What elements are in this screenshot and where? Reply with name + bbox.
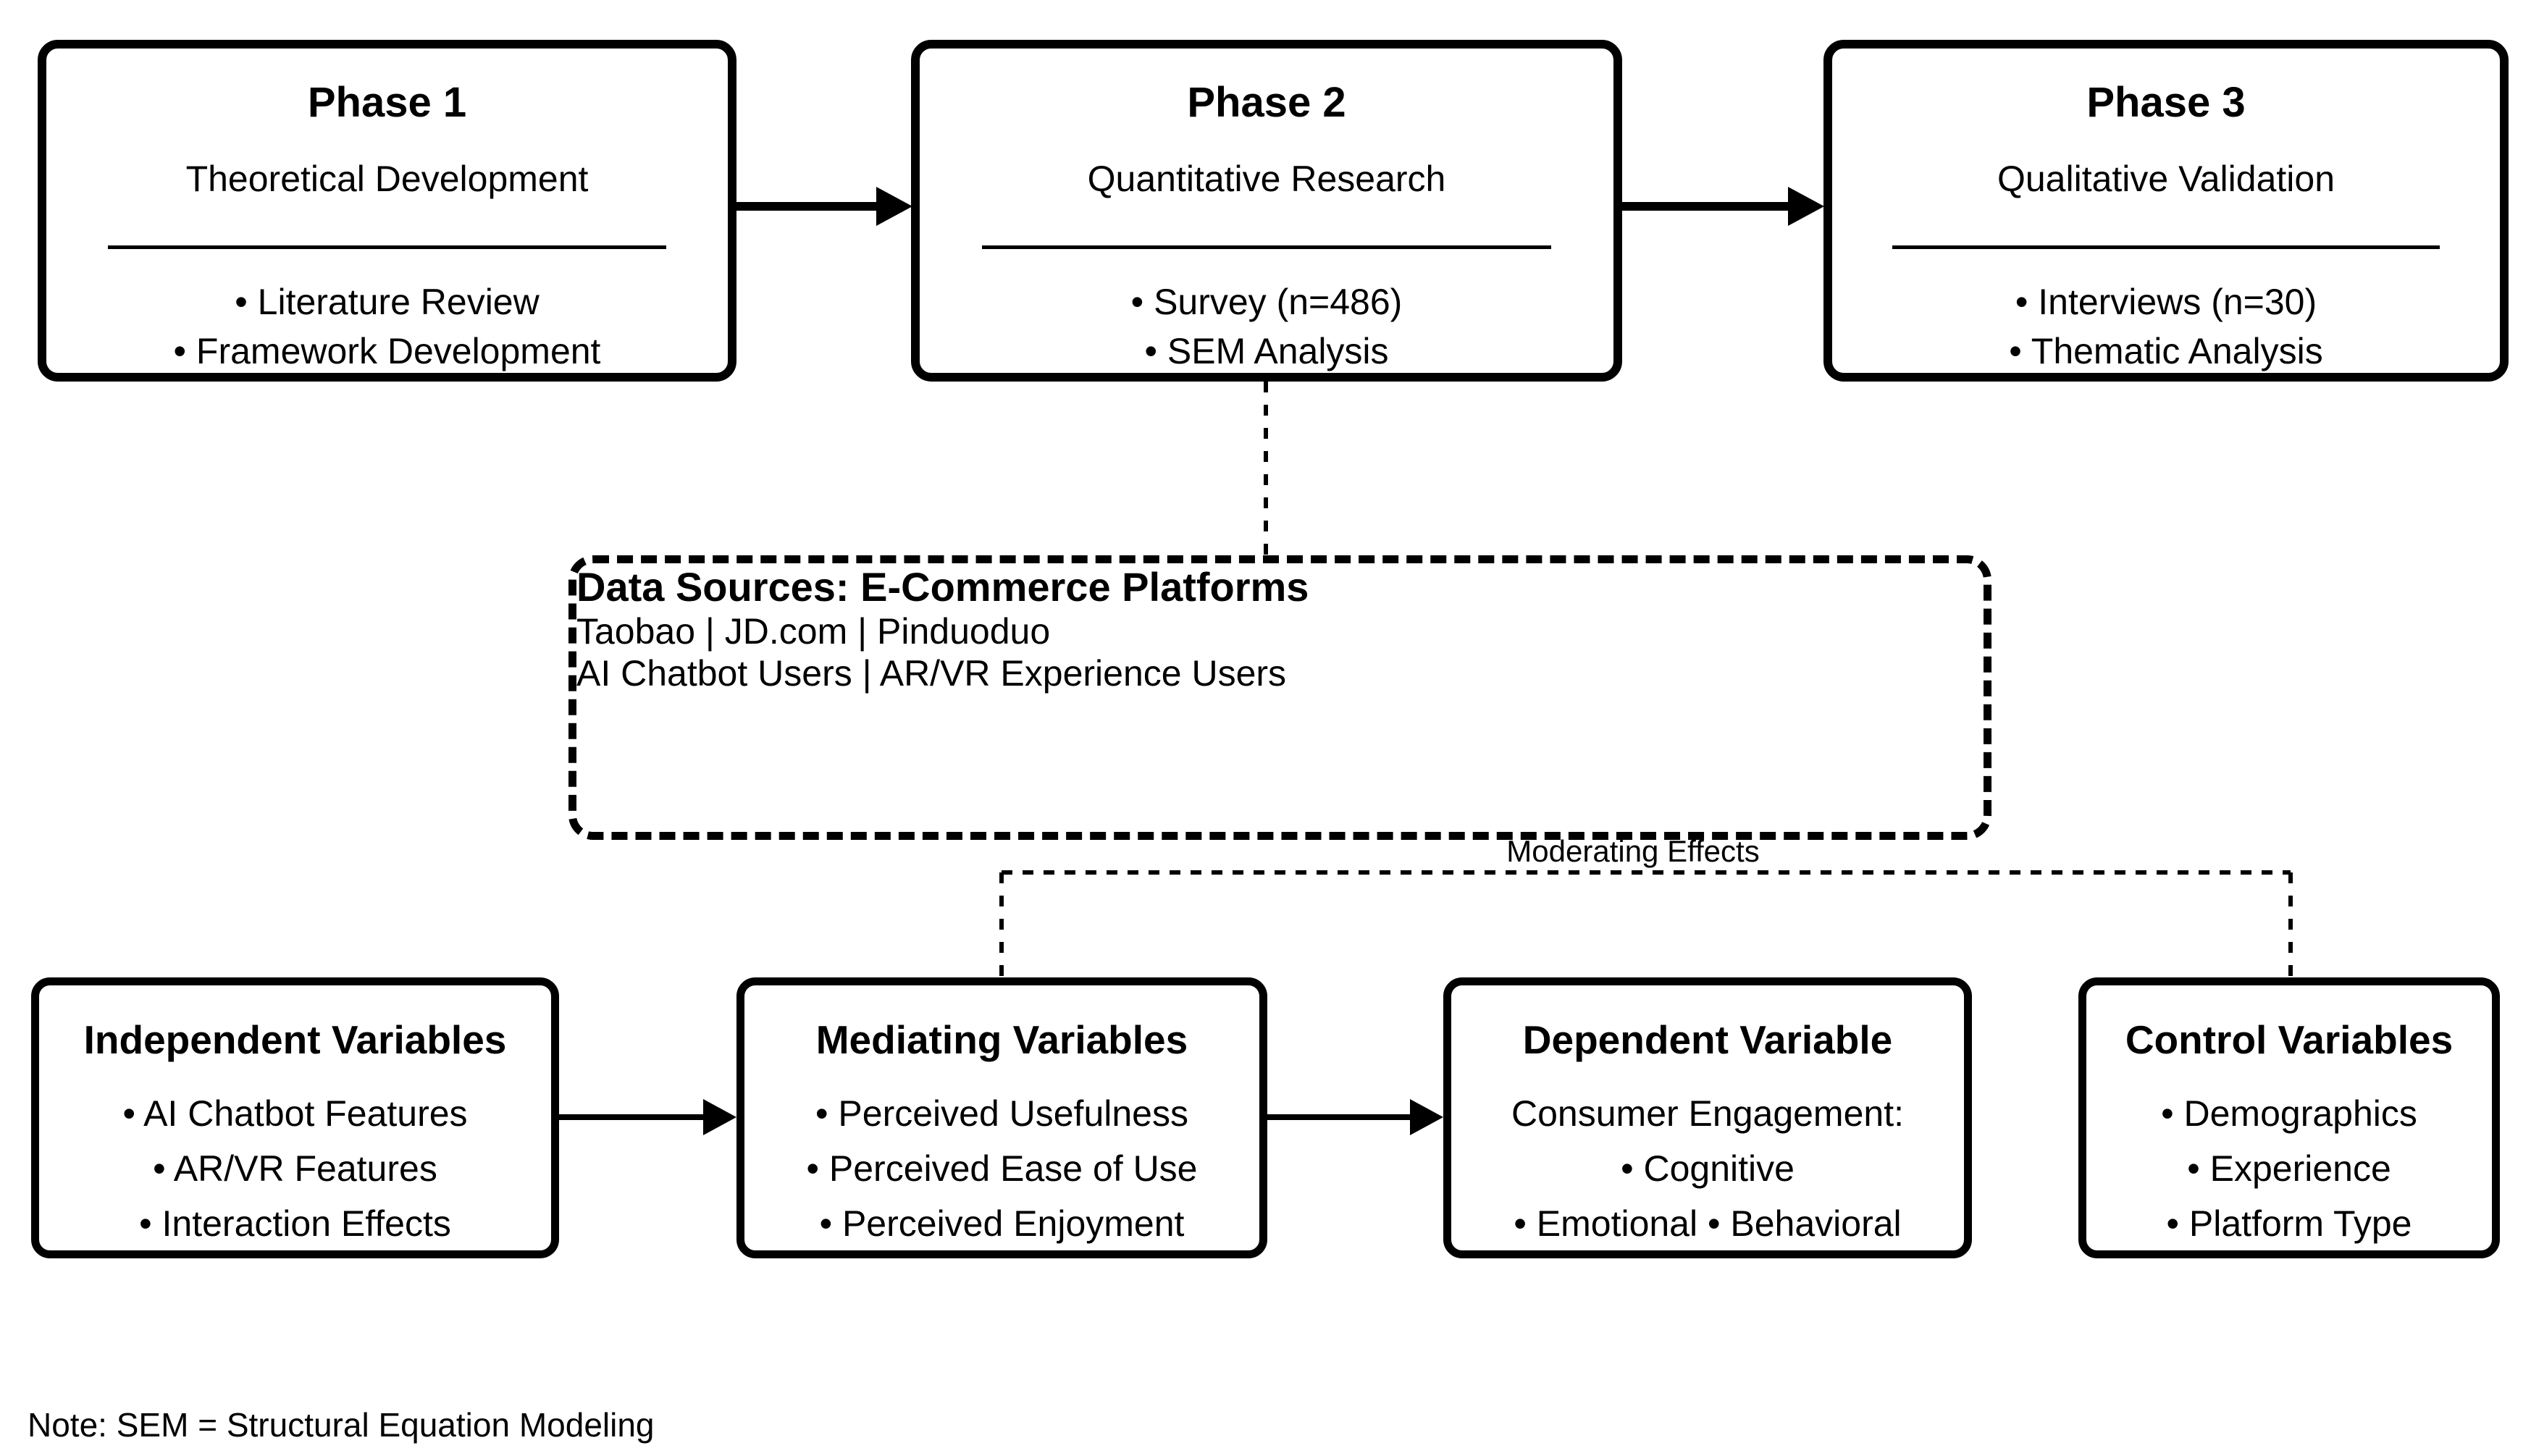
moderating-path-left-drop [999,872,1004,979]
independent-variables-line-2: • AR/VR Features [153,1148,437,1189]
footnote: Note: SEM = Structural Equation Modeling [28,1406,655,1444]
moderating-path-horizontal [1002,870,2291,875]
independent-variables-line-1: • AI Chatbot Features [122,1093,468,1134]
dependent-variable-line-3: • Emotional • Behavioral [1514,1203,1902,1244]
dependent-variable-line-2: • Cognitive [1621,1148,1795,1189]
mediating-variables-line-2: • Perceived Ease of Use [806,1148,1198,1189]
dependent-variable-title: Dependent Variable [1522,1017,1893,1062]
data-sources-title: Data Sources: E-Commerce Platforms [576,564,1309,610]
mediating-variables-box: Mediating Variables • Perceived Usefulne… [736,977,1267,1258]
arrow-shaft [1267,1114,1412,1120]
arrow-right-icon [876,187,912,226]
phase-1-bullet-2: • Framework Development [173,331,601,371]
phase-2-title: Phase 2 [1187,79,1346,126]
data-sources-box: Data Sources: E-Commerce Platforms Taoba… [568,555,1991,840]
phase-3-subtitle: Qualitative Validation [1997,159,2335,199]
phase-3-bullet-1: • Interviews (n=30) [2015,282,2317,322]
phase-1-title: Phase 1 [307,79,467,126]
moderating-effects-label: Moderating Effects [1506,834,1760,868]
control-variables-box: Control Variables • Demographics • Exper… [2078,977,2500,1258]
phase-2-bullet-1: • Survey (n=486) [1130,282,1403,322]
control-variables-line-1: • Demographics [2161,1093,2417,1134]
phase-2-divider [982,245,1551,249]
phase-1-box: Phase 1 Theoretical Development • Litera… [38,40,736,382]
arrow-right-icon [1410,1099,1443,1135]
data-sources-platforms: Taobao | JD.com | Pinduoduo [576,611,1051,652]
phase-3-title: Phase 3 [2086,79,2246,126]
mediating-variables-line-1: • Perceived Usefulness [815,1093,1188,1134]
moderating-path-right-drop [2288,872,2293,977]
phase-2-box: Phase 2 Quantitative Research • Survey (… [911,40,1622,382]
arrow-shaft [559,1114,705,1120]
dependent-variable-box: Dependent Variable Consumer Engagement: … [1443,977,1972,1258]
phase-2-subtitle: Quantitative Research [1087,159,1446,199]
control-variables-line-3: • Platform Type [2166,1203,2412,1244]
mediating-variables-title: Mediating Variables [815,1017,1188,1062]
arrow-right-icon [1788,187,1824,226]
arrow-shaft [1622,202,1790,211]
independent-variables-title: Independent Variables [83,1017,507,1062]
mediating-variables-line-3: • Perceived Enjoyment [819,1203,1185,1244]
phase-3-box: Phase 3 Qualitative Validation • Intervi… [1823,40,2509,382]
independent-variables-box: Independent Variables • AI Chatbot Featu… [31,977,559,1258]
phase-3-divider [1892,245,2440,249]
phase-2-bullet-2: • SEM Analysis [1144,331,1389,371]
arrow-shaft [736,202,878,211]
control-variables-line-2: • Experience [2187,1148,2391,1189]
arrow-right-icon [703,1099,736,1135]
phase-1-divider [107,245,667,249]
independent-variables-line-3: • Interaction Effects [139,1203,451,1244]
phase-1-bullet-1: • Literature Review [235,282,540,322]
control-variables-title: Control Variables [2125,1017,2454,1062]
data-sources-users: AI Chatbot Users | AR/VR Experience User… [576,653,1287,694]
dependent-variable-line-1: Consumer Engagement: [1511,1093,1904,1134]
connector-phase2-datasources [1264,382,1268,555]
phase-3-bullet-2: • Thematic Analysis [2009,331,2323,371]
phase-1-subtitle: Theoretical Development [185,159,589,199]
